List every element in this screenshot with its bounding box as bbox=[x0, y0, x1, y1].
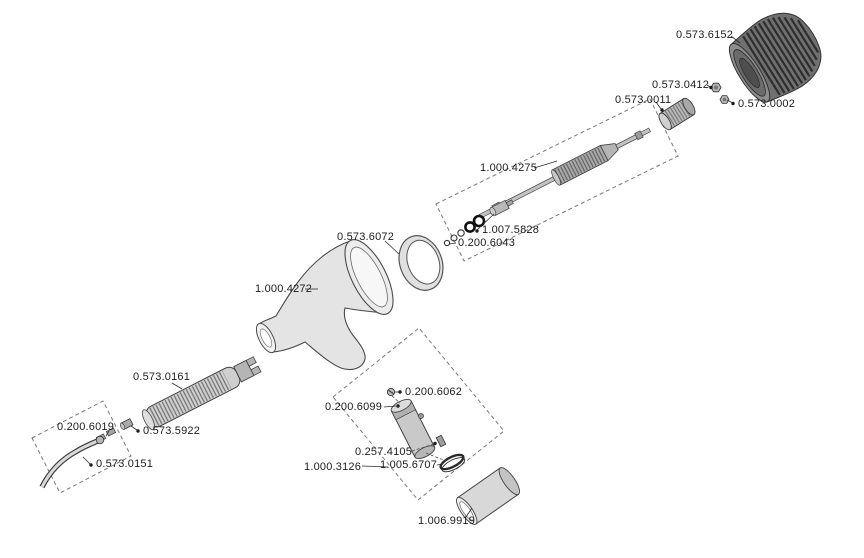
part-label-0573-0002: 0.573.0002 bbox=[738, 98, 796, 110]
part-label-0573-5922: 0.573.5922 bbox=[143, 425, 201, 437]
part-label-0200-6019: 0.200.6019 bbox=[57, 421, 115, 433]
leader-lines bbox=[82, 35, 741, 518]
valve-cylinder bbox=[390, 398, 436, 460]
curved-nozzle-tube bbox=[39, 435, 105, 489]
valve-pin bbox=[435, 434, 447, 448]
grip-sleeve bbox=[141, 356, 262, 431]
part-label-1000-4275: 1.000.4275 bbox=[480, 162, 538, 174]
small-nut-upper bbox=[710, 82, 722, 93]
retaining-ring bbox=[439, 453, 466, 473]
knurled-coupling bbox=[658, 97, 696, 131]
part-label-1006-9919: 1.006.9919 bbox=[418, 515, 476, 527]
knurled-end-cap bbox=[728, 12, 822, 103]
assembly-box-nozzle bbox=[31, 400, 132, 494]
part-label-1005-6707: 1.005.6707 bbox=[380, 459, 438, 471]
part-label-0257-4105: 0.257.4105 bbox=[355, 446, 413, 458]
part-label-0573-0011: 0.573.0011 bbox=[615, 94, 672, 106]
o-ring-set bbox=[443, 214, 486, 247]
part-label-1007-5828: 1.007.5828 bbox=[482, 224, 540, 236]
handpiece-body bbox=[255, 239, 394, 371]
part-label-0200-6043: 0.200.6043 bbox=[458, 237, 516, 249]
leader-dots bbox=[89, 85, 735, 467]
part-label-1000-4272: 1.000.4272 bbox=[255, 283, 313, 295]
outer-sleeve bbox=[456, 467, 520, 525]
part-label-0573-6152: 0.573.6152 bbox=[676, 29, 734, 41]
spindle-fitting bbox=[489, 199, 514, 217]
seal-ring bbox=[398, 235, 444, 291]
part-label-0200-6062: 0.200.6062 bbox=[405, 386, 463, 398]
part-label-1000-3126: 1.000.3126 bbox=[304, 461, 362, 473]
assembly-box-valve bbox=[332, 327, 505, 501]
valve-side-nub bbox=[418, 413, 424, 419]
assembly-box-spindle bbox=[435, 98, 679, 262]
part-label-0573-0151: 0.573.0151 bbox=[96, 458, 154, 470]
mini-screw-5922 bbox=[119, 418, 134, 430]
part-label-0573-0412: 0.573.0412 bbox=[652, 79, 710, 91]
part-label-0573-6072: 0.573.6072 bbox=[337, 231, 395, 243]
valve-screw bbox=[386, 387, 396, 397]
part-label-0200-6099: 0.200.6099 bbox=[325, 401, 383, 413]
part-label-0573-0161: 0.573.0161 bbox=[133, 371, 191, 383]
small-nut-lower bbox=[719, 95, 730, 104]
